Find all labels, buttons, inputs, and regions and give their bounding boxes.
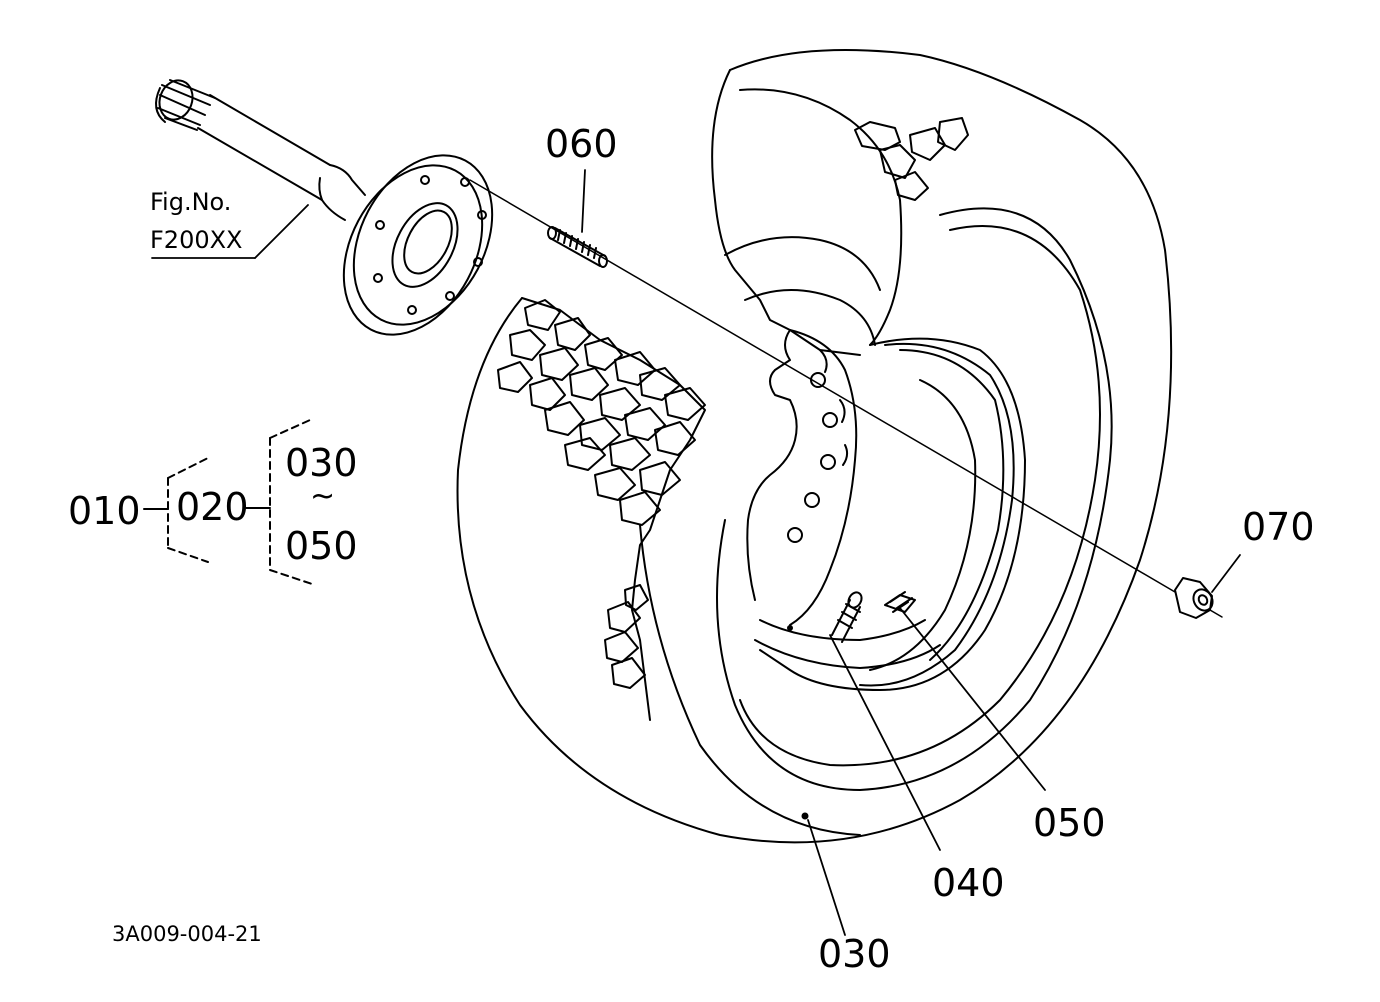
wheel-nut: [1174, 577, 1214, 619]
figure-ref-line2: F200XX: [150, 226, 243, 254]
assembly-tree-brackets: [143, 419, 316, 586]
callout-040: 040: [932, 861, 1005, 905]
rim-band: [884, 591, 916, 613]
figure-ref-line1: Fig.No.: [150, 188, 232, 216]
tree-root-010: 010: [68, 489, 141, 533]
drawing-code: 3A009-004-21: [112, 922, 262, 946]
callout-070: 070: [1242, 505, 1315, 549]
tire-reference-dot: [801, 812, 809, 820]
tire-valve: [787, 591, 863, 643]
tire: [456, 49, 1173, 844]
leader-lines: [151, 169, 1241, 936]
rim: [746, 329, 1026, 691]
axle-shaft: [155, 79, 494, 336]
callout-030: 030: [818, 932, 891, 976]
stud-bolt: [547, 226, 608, 268]
callout-060: 060: [545, 122, 618, 166]
tree-range-end: 050: [285, 524, 358, 568]
tree-range-start: 030: [285, 441, 358, 485]
tree-020: 020: [176, 485, 249, 529]
callout-050: 050: [1033, 801, 1106, 845]
tree-range-sep: ~: [310, 479, 336, 514]
